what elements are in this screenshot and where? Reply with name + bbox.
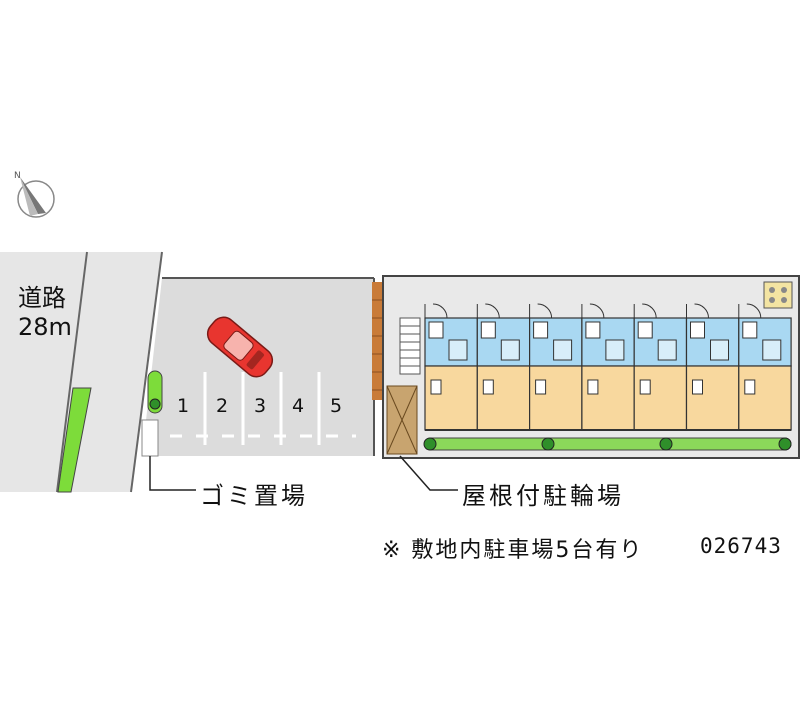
parking-slot-2: 2	[215, 395, 229, 417]
road-median-grass	[57, 387, 92, 493]
tree-icon	[149, 398, 161, 410]
road-width: 28m	[18, 313, 72, 341]
hedge	[424, 437, 792, 451]
compass-icon: N	[14, 171, 55, 218]
parking-slot-4: 4	[291, 395, 305, 417]
apartment-unit	[424, 303, 478, 431]
car-icon	[206, 316, 274, 378]
apartment-unit	[685, 303, 740, 431]
parking-slot-3: 3	[253, 395, 267, 417]
parking-slot-5: 5	[329, 395, 343, 417]
apartment-unit	[581, 303, 635, 431]
apartment-unit	[738, 303, 792, 431]
tree-icon	[423, 437, 792, 451]
svg-text:N: N	[14, 171, 21, 181]
bicycle-parking-label: 屋根付駐輪場	[462, 482, 624, 510]
apartment-unit	[476, 303, 531, 431]
garbage-area-label: ゴミ置場	[200, 482, 308, 510]
road	[0, 252, 162, 492]
parking-stripes	[170, 372, 356, 445]
garbage-leader-line	[149, 456, 196, 491]
property-code: 026743	[700, 534, 782, 558]
meter-box	[763, 281, 793, 309]
parking-slot-1: 1	[176, 395, 190, 417]
apartment-unit	[528, 303, 583, 431]
apartment-units	[424, 303, 792, 431]
apartment-unit	[633, 303, 688, 431]
stairs	[399, 317, 421, 375]
parking-note: ※ 敷地内駐車場5台有り	[382, 538, 644, 563]
garbage-area	[141, 419, 159, 457]
road-label: 道路	[18, 284, 66, 312]
bike-leader-line	[399, 455, 458, 491]
